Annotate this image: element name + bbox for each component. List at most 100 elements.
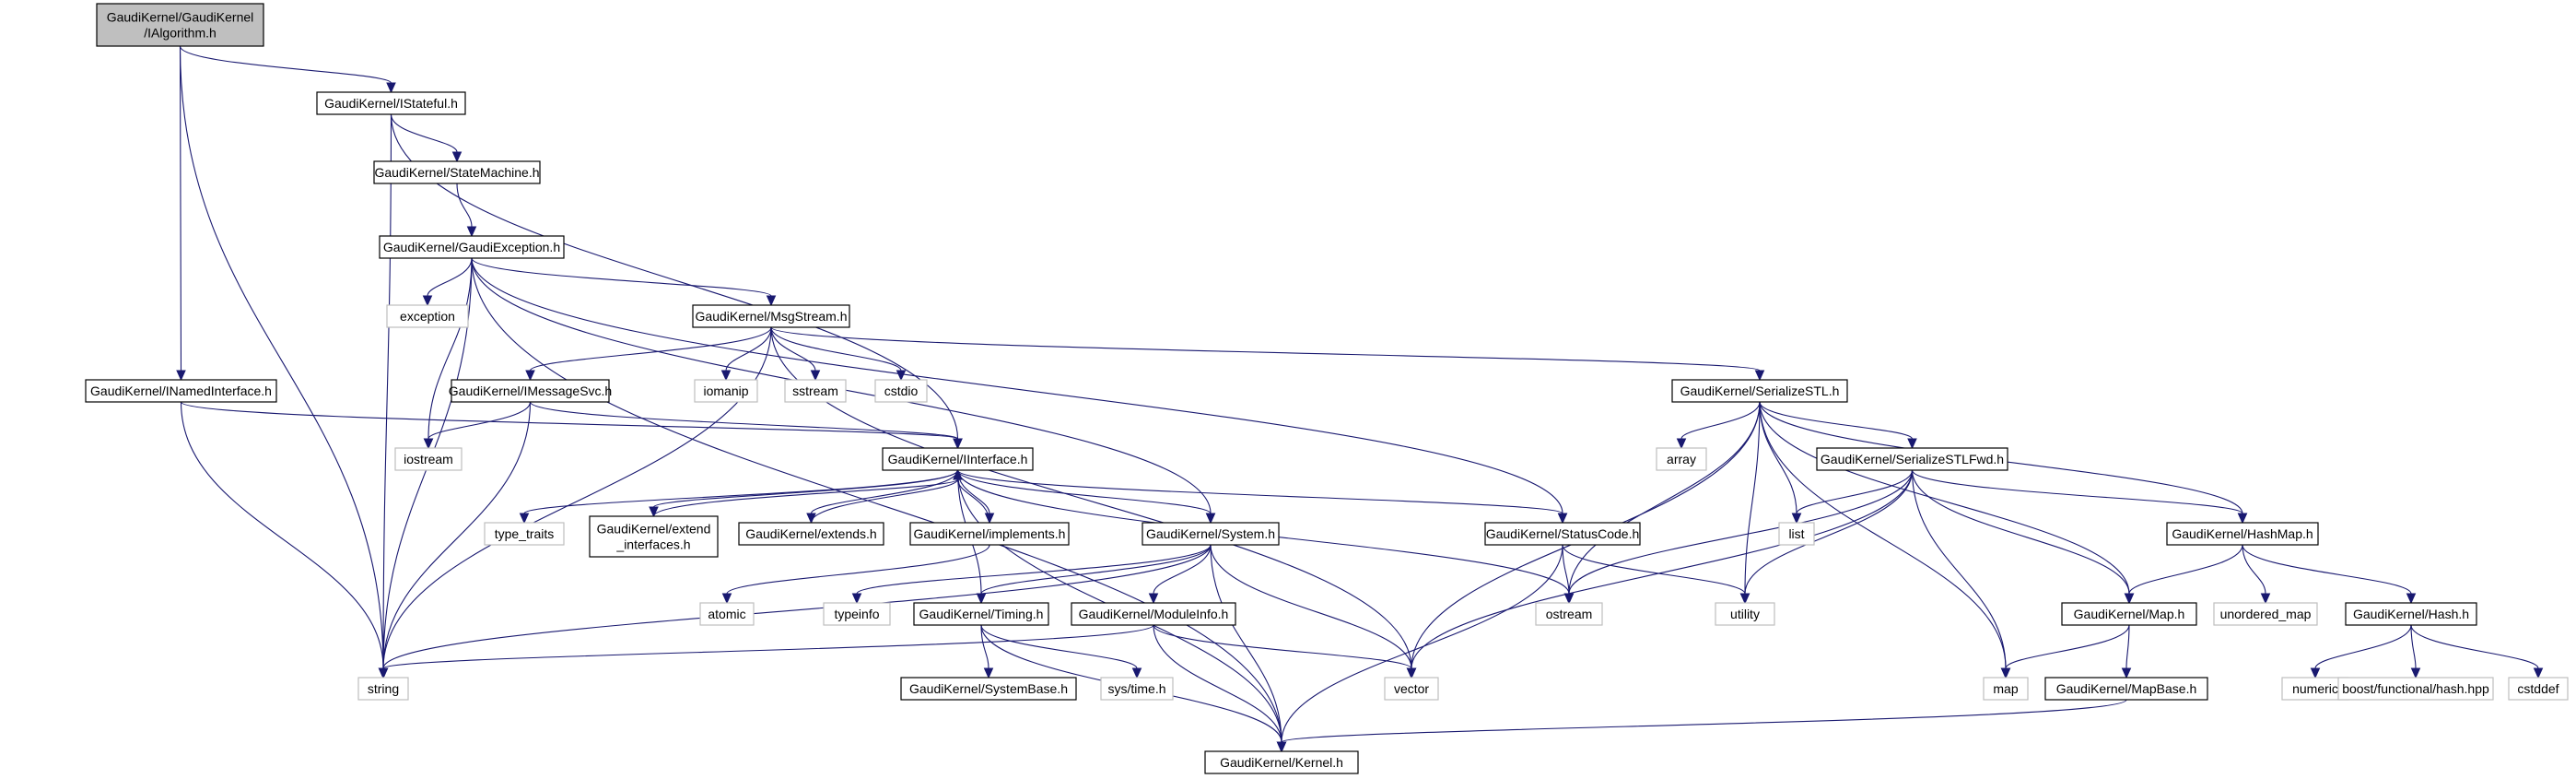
node-map[interactable]: map: [1983, 677, 2029, 701]
edge-line: [956, 469, 1563, 514]
node-label: vector: [1394, 681, 1429, 696]
edge-line: [810, 469, 959, 514]
node-box: [1778, 522, 1815, 546]
node-array[interactable]: array: [1656, 447, 1707, 471]
node-box: [2281, 677, 2349, 701]
node-imessagesvc[interactable]: GaudiKernel/IMessageSvc.h: [449, 379, 612, 403]
node-string[interactable]: string: [357, 677, 409, 701]
node-systembase[interactable]: GaudiKernel/SystemBase.h: [900, 677, 1077, 701]
edge-line: [1759, 401, 2007, 669]
node-sstream[interactable]: sstream: [784, 379, 847, 403]
node-cstddef[interactable]: cstddef: [2508, 677, 2569, 701]
node-label: iomanip: [703, 384, 748, 398]
node-cstdio[interactable]: cstdio: [874, 379, 928, 403]
node-iinterface[interactable]: GaudiKernel/IInterface.h: [882, 447, 1034, 471]
node-atomic[interactable]: atomic: [699, 602, 755, 626]
node-timing[interactable]: GaudiKernel/Timing.h: [913, 602, 1049, 626]
node-serializestlfwd[interactable]: GaudiKernel/SerializeSTLFwd.h: [1816, 447, 2008, 471]
node-box: [1983, 677, 2029, 701]
node-box: [1142, 522, 1280, 546]
node-gaudiexception[interactable]: GaudiKernel/GaudiException.h: [379, 235, 565, 259]
edge-line: [2242, 544, 2266, 595]
node-root[interactable]: GaudiKernel/GaudiKernel/IAlgorithm.h: [96, 3, 264, 47]
node-label: numeric: [2292, 681, 2338, 696]
edge-arrowhead: [953, 468, 963, 480]
node-msgstream[interactable]: GaudiKernel/MsgStream.h: [692, 304, 850, 328]
edge-hash-to-boosthash: [2410, 624, 2421, 679]
node-label: sys/time.h: [1107, 681, 1165, 696]
edge-line: [1911, 469, 2243, 514]
node-box: [316, 91, 466, 115]
node-moduleinfo[interactable]: GaudiKernel/ModuleInfo.h: [1071, 602, 1236, 626]
node-maph[interactable]: GaudiKernel/Map.h: [2061, 602, 2197, 626]
edge-serializestlfwd-to-vector: [1406, 469, 1914, 679]
edge-imessagesvc-to-iinterface: [529, 401, 963, 450]
edge-statuscode-to-kernel: [1276, 544, 1563, 753]
node-boosthash[interactable]: boost/functional/hash.hpp: [2337, 677, 2494, 701]
node-box: [1071, 602, 1236, 626]
node-label: string: [368, 681, 399, 696]
edge-gaudiexception-to-exception: [422, 257, 473, 307]
node-iomanip[interactable]: iomanip: [694, 379, 758, 403]
edge-line: [1568, 401, 1761, 595]
edge-arrowhead: [1739, 593, 1751, 605]
node-box: [1204, 750, 1359, 774]
edge-msgstream-to-imessagesvc: [525, 326, 772, 382]
node-box: [1484, 522, 1641, 546]
node-label: GaudiKernel/extend: [597, 522, 711, 537]
node-istateful[interactable]: GaudiKernel/IStateful.h: [316, 91, 466, 115]
node-ostream[interactable]: ostream: [1535, 602, 1603, 626]
node-box: [373, 160, 541, 184]
node-label: GaudiKernel/Kernel.h: [1220, 755, 1343, 770]
node-box: [913, 602, 1049, 626]
edge-arrowhead: [721, 593, 732, 605]
node-statemachine[interactable]: GaudiKernel/StateMachine.h: [373, 160, 541, 184]
node-numeric[interactable]: numeric: [2281, 677, 2349, 701]
node-extendinterfaces[interactable]: GaudiKernel/extend_interfaces.h: [589, 515, 719, 558]
edge-implements-to-iinterface: [953, 468, 990, 524]
node-iostream[interactable]: iostream: [394, 447, 463, 471]
edge-arrowhead: [451, 151, 463, 163]
node-box: [2061, 602, 2197, 626]
node-label: GaudiKernel/Hash.h: [2353, 607, 2469, 621]
edge-arrowhead: [2237, 513, 2248, 525]
node-hashmap[interactable]: GaudiKernel/HashMap.h: [2166, 522, 2319, 546]
node-kernel[interactable]: GaudiKernel/Kernel.h: [1204, 750, 1359, 774]
node-hash[interactable]: GaudiKernel/Hash.h: [2345, 602, 2477, 626]
node-unorderedmap[interactable]: unordered_map: [2213, 602, 2318, 626]
node-typetraits[interactable]: type_traits: [484, 522, 565, 546]
node-utility[interactable]: utility: [1715, 602, 1775, 626]
node-system[interactable]: GaudiKernel/System.h: [1142, 522, 1280, 546]
node-label: atomic: [708, 607, 745, 621]
node-box: [738, 522, 884, 546]
node-box: [2213, 602, 2318, 626]
node-exception[interactable]: exception: [386, 304, 469, 328]
edge-root-to-inamedinterface: [176, 45, 186, 382]
edge-system-to-typeinfo: [851, 544, 1212, 605]
node-box: [589, 515, 719, 558]
node-box: [1535, 602, 1603, 626]
edge-line: [1680, 401, 1761, 440]
node-typeinfo[interactable]: typeinfo: [823, 602, 891, 626]
node-statuscode[interactable]: GaudiKernel/StatusCode.h: [1484, 522, 1641, 546]
edge-line: [652, 478, 959, 517]
edge-arrowhead: [466, 226, 477, 238]
node-vector[interactable]: vector: [1384, 677, 1439, 701]
node-serializestl[interactable]: GaudiKernel/SerializeSTL.h: [1671, 379, 1848, 403]
edge-line: [725, 326, 772, 372]
node-box: [394, 447, 463, 471]
edge-extendinterfaces-to-iinterface: [652, 468, 963, 517]
node-list[interactable]: list: [1778, 522, 1815, 546]
node-implements[interactable]: GaudiKernel/implements.h: [909, 522, 1070, 546]
node-box: [694, 379, 758, 403]
node-mapbase[interactable]: GaudiKernel/MapBase.h: [2044, 677, 2208, 701]
node-label: GaudiKernel/Map.h: [2074, 607, 2185, 621]
node-box: [484, 522, 565, 546]
node-extends[interactable]: GaudiKernel/extends.h: [738, 522, 884, 546]
node-label: cstddef: [2517, 681, 2558, 696]
node-inamedinterface[interactable]: GaudiKernel/INamedInterface.h: [85, 379, 277, 403]
node-systime[interactable]: sys/time.h: [1100, 677, 1174, 701]
node-box: [1671, 379, 1848, 403]
edge-line: [471, 257, 1563, 514]
